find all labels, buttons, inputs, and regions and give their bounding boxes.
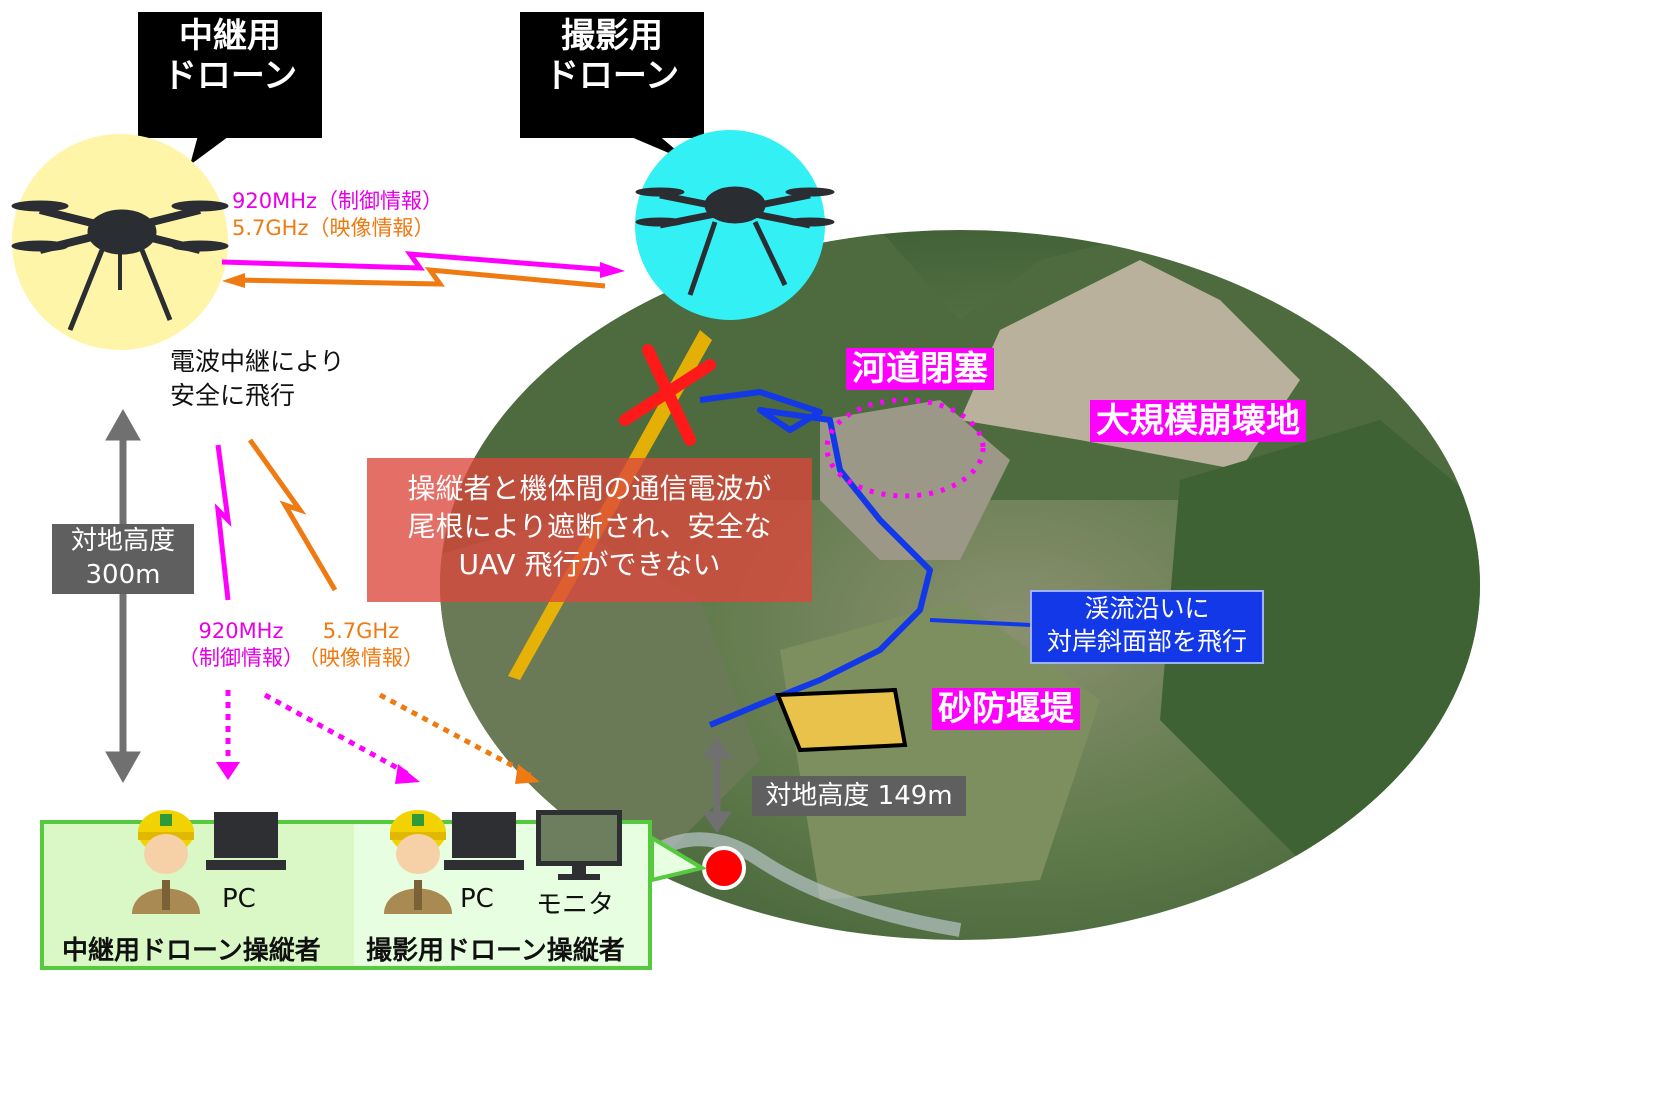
relay-operator-person-icon (132, 810, 200, 914)
blocked-signal-x-icon (619, 344, 716, 446)
camera-drone-icon (635, 186, 835, 296)
air-video-link (234, 267, 606, 289)
altitude-300m-arrow (105, 408, 141, 784)
operator-panel-pointer (650, 834, 708, 883)
ground-control-desc: （制御情報） (178, 646, 304, 670)
relay-drone-callout-tail (190, 128, 240, 165)
camera-operator-person-icon (384, 810, 452, 914)
relay-operator-label: 中継用ドローン操縦者 (62, 936, 321, 966)
camera-pc-laptop-icon (444, 812, 524, 870)
camera-operator-label: 撮影用ドローン操縦者 (366, 936, 625, 966)
flight-path-line (699, 389, 933, 728)
flight-path-line2: 対岸斜面部を飛行 (1046, 627, 1247, 656)
altitude-300m-value: 300m (85, 560, 161, 590)
relay-pc-label: PC (222, 884, 256, 914)
relay-note-line1: 電波中継により (170, 347, 345, 376)
flight-path-line1: 渓流沿いに (1084, 594, 1210, 623)
warning-line2: 尾根により遮断され、安全な (407, 510, 772, 543)
relay-drone-title-line1: 中継用 (179, 16, 281, 56)
monitor-icon (536, 810, 622, 880)
control-to-pc2-arrow (263, 692, 412, 778)
altitude-300m-label: 対地高度 300m (52, 524, 194, 594)
operator-location-marker (702, 846, 746, 890)
blockage-area-outline (824, 397, 986, 499)
video-to-monitor-arrow (378, 692, 532, 778)
relay-pc-laptop-icon (206, 812, 286, 870)
relay-drone-title: 中継用 ドローン (138, 12, 322, 138)
river-blockage-label: 河道閉塞 (846, 348, 994, 390)
relay-drone-icon (11, 200, 229, 331)
air-video-arrowhead (222, 273, 245, 288)
landslide-label: 大規模崩壊地 (1090, 400, 1306, 442)
camera-drone-title: 撮影用 ドローン (520, 12, 704, 138)
air-control-arrowhead (600, 262, 625, 278)
ground-control-label: 920MHz （制御情報） (178, 618, 304, 672)
ground-video-label: 5.7GHz （映像情報） (298, 618, 424, 672)
sabo-dam-label: 砂防堰堤 (932, 688, 1080, 730)
camera-drone-title-line2: ドローン (544, 56, 680, 96)
air-control-freq-label: 920MHz（制御情報） (232, 189, 444, 213)
monitor-label: モニタ (536, 890, 615, 920)
air-video-freq-label: 5.7GHz（映像情報） (232, 216, 435, 240)
warning-line3: UAV 飛行ができない (458, 548, 721, 581)
ground-control-freq: 920MHz (198, 619, 284, 643)
signal-blocked-warning: 操縦者と機体間の通信電波が 尾根により遮断され、安全な UAV 飛行ができない (367, 458, 812, 602)
altitude-149m-arrow (702, 737, 732, 833)
ground-video-link (247, 438, 338, 592)
relay-drone-title-line2: ドローン (162, 56, 298, 96)
altitude-300m-title: 対地高度 (70, 526, 175, 556)
sabo-dam-shape (775, 687, 908, 753)
relay-note: 電波中継により 安全に飛行 (170, 345, 345, 413)
altitude-149m-label: 対地高度 149m (752, 776, 966, 816)
air-control-link (221, 251, 611, 273)
ground-video-desc: （映像情報） (298, 646, 424, 670)
camera-drone-title-line1: 撮影用 (561, 16, 663, 56)
warning-line1: 操縦者と機体間の通信電波が (407, 472, 772, 505)
camera-pc-label: PC (460, 884, 494, 914)
ground-control-link (214, 444, 232, 601)
relay-note-line2: 安全に飛行 (170, 381, 296, 410)
operator-panel: PC 中継用ドローン操縦者 PC モニタ 撮影用ドローン操縦者 (40, 810, 652, 970)
relay-operator-section (44, 824, 354, 966)
flight-path-label: 渓流沿いに 対岸斜面部を飛行 (1030, 590, 1264, 664)
ground-video-freq: 5.7GHz (322, 619, 400, 643)
